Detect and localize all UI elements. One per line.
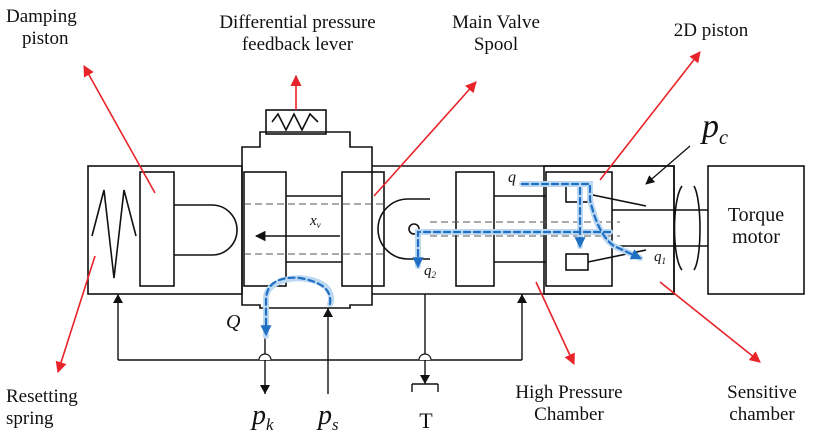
label-high-pressure-chamber: High Pressure Chamber — [494, 382, 644, 426]
symbol-q1-sub: 1 — [661, 256, 667, 267]
symbol-pk-main: p — [252, 400, 266, 431]
rotation-icon — [673, 185, 701, 271]
torque-motor — [707, 165, 805, 295]
spring-housing — [87, 165, 243, 295]
symbol-q2-main: q — [424, 263, 432, 279]
symbol-q-main: q — [508, 169, 516, 186]
symbol-q2: q2 — [424, 264, 436, 280]
spool-land-left — [243, 171, 287, 287]
symbol-xv-main: x — [310, 213, 317, 229]
symbol-pc-main: p — [702, 108, 719, 145]
symbol-ps-sub: s — [332, 414, 339, 434]
label-damping-piston: Damping piston — [6, 6, 77, 50]
symbol-q2-sub: 2 — [431, 270, 437, 281]
main-valve-body — [241, 131, 373, 309]
resetting-spring — [91, 189, 137, 279]
damping-piston — [139, 171, 175, 287]
label-damping-piston-line2: piston — [22, 28, 69, 49]
symbol-ps-main: p — [318, 400, 332, 431]
flow-path-q1 — [520, 182, 642, 260]
label-main-valve-spool-line1: Main Valve — [452, 12, 540, 33]
label-damping-piston-line1: Damping — [6, 6, 77, 27]
symbol-ps: ps — [318, 402, 339, 434]
symbol-pc: pc — [702, 110, 728, 149]
symbol-pc-sub: c — [719, 127, 729, 150]
label-torque-motor-line2: motor — [732, 226, 780, 248]
arrow-sensitive-chamber — [659, 281, 761, 363]
symbol-Q-main: Q — [226, 311, 241, 333]
label-sensitive-chamber: Sensitive chamber — [712, 382, 812, 426]
label-torque-motor-line1: Torque — [727, 204, 785, 226]
symbol-xv-sub: v — [316, 220, 321, 231]
label-sensitive-chamber-line1: Sensitive — [727, 382, 797, 403]
flow-path-q — [260, 276, 332, 337]
arrow-resetting-spring — [55, 255, 96, 374]
label-main-valve-spool-line2: Spool — [473, 34, 519, 55]
label-high-pressure-chamber-line1: High Pressure — [515, 382, 623, 403]
symbol-q1-main: q — [654, 249, 662, 265]
label-resetting-spring: Resetting spring — [6, 386, 78, 430]
damping-piston-rod — [174, 204, 238, 256]
label-feedback-lever: Differential pressure feedback lever — [190, 12, 405, 56]
arrow-pc — [645, 145, 691, 185]
label-resetting-spring-line2: spring — [6, 408, 54, 429]
label-torque-motor: Torque motor — [712, 204, 800, 248]
spool-land-right — [341, 171, 385, 287]
symbol-q: q — [508, 170, 516, 186]
label-high-pressure-chamber-line2: Chamber — [534, 404, 604, 425]
arrow-high-pressure-chamber — [535, 281, 575, 366]
symbol-Q: Q — [226, 312, 240, 332]
symbol-pk-sub: k — [266, 414, 274, 434]
label-resetting-spring-line1: Resetting — [6, 386, 78, 407]
label-feedback-lever-line2: feedback lever — [241, 34, 354, 55]
arrow-damping-piston — [83, 65, 156, 194]
label-feedback-lever-line1: Differential pressure — [219, 12, 376, 33]
symbol-pk: pk — [252, 402, 273, 434]
arrow-main-valve-spool — [373, 81, 477, 197]
label-tank: T — [419, 408, 433, 433]
spool-nose — [377, 198, 430, 260]
arrow-2d-piston — [599, 51, 701, 181]
label-main-valve-spool: Main Valve Spool — [440, 12, 552, 56]
label-sensitive-chamber-line2: chamber — [729, 404, 795, 425]
label-2d-piston: 2D piston — [673, 20, 749, 41]
flow-path-q2 — [412, 230, 612, 269]
symbol-q1: q1 — [654, 250, 666, 266]
symbol-xv: xv — [310, 214, 321, 230]
